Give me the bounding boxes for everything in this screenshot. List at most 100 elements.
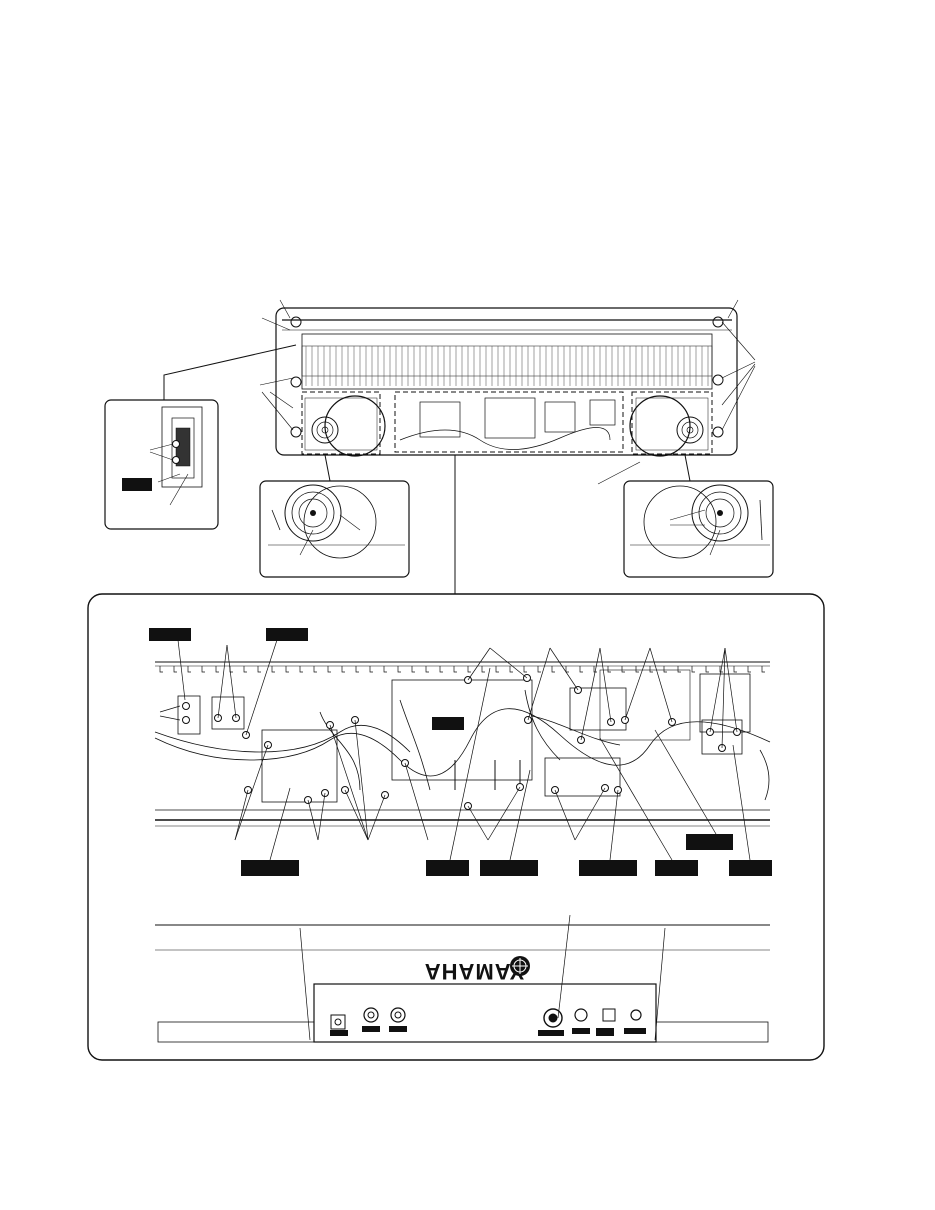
board-left-small: [177, 695, 201, 735]
callout-tag: [579, 860, 637, 876]
rail-hook: [187, 666, 191, 673]
board-right: [599, 669, 691, 741]
rail-hook: [299, 666, 303, 673]
detail-right-speaker: [623, 480, 774, 578]
board-jack: [544, 757, 621, 797]
rail-hook: [243, 666, 247, 673]
rail-hook: [537, 666, 541, 673]
rail-hook: [747, 666, 751, 673]
callout-tag: [241, 860, 299, 876]
speaker-icon: [311, 416, 339, 444]
rail-hook: [579, 666, 583, 673]
rail-hook: [425, 666, 429, 673]
detail-left-speaker: [259, 480, 410, 578]
rail-hook: [173, 666, 177, 673]
speaker-icon: [691, 484, 749, 542]
screw-icon: [290, 376, 302, 388]
jack-icon: [543, 1008, 563, 1028]
screw-icon: [712, 426, 724, 438]
rail-hook: [719, 666, 723, 673]
rail-hook: [257, 666, 261, 673]
rail-hook: [453, 666, 457, 673]
jack-icon: [390, 1007, 406, 1023]
overview-speaker-right: [629, 395, 709, 457]
rail-hook: [481, 666, 485, 673]
rail-hook: [201, 666, 205, 673]
callout-tag: [480, 860, 538, 876]
rail-hook: [523, 666, 527, 673]
screw-icon: [182, 716, 190, 724]
rail-hook: [635, 666, 639, 673]
board-main: [391, 679, 533, 781]
jack-label-plates: [330, 1026, 646, 1036]
rail-hook: [271, 666, 275, 673]
jack-icon: [602, 1008, 616, 1022]
board-connector: [569, 687, 627, 731]
callout-tag: [122, 478, 152, 491]
rear-panel: [313, 983, 657, 1043]
rail-hook: [705, 666, 709, 673]
rail-hook: [215, 666, 219, 673]
rail-hook: [285, 666, 289, 673]
rail-hook: [691, 666, 695, 673]
tuning-fork-emblem-icon: [510, 956, 530, 976]
overview-corner-screws: [290, 316, 724, 438]
callout-tag: [655, 860, 698, 876]
rail-hook: [313, 666, 317, 673]
rail-hook: [509, 666, 513, 673]
screw-icon: [290, 426, 302, 438]
callout-tag: [686, 834, 733, 850]
rail-hook: [159, 666, 163, 673]
rail-hook: [761, 666, 765, 673]
board-power: [261, 729, 338, 803]
overview-speaker-left: [304, 395, 386, 457]
speaker-icon: [284, 484, 342, 542]
rail-hook: [355, 666, 359, 673]
screw-icon: [712, 316, 724, 328]
screw-icon: [182, 702, 190, 710]
screw-icon: [172, 440, 180, 448]
jack-icon: [630, 1009, 642, 1021]
rail-hook: [607, 666, 611, 673]
overview-key-ribs: [305, 346, 709, 386]
jack-icon: [574, 1008, 588, 1022]
leaders-bottom: [234, 667, 751, 1041]
overview-center-board: [394, 391, 624, 453]
board-far-right-lower: [701, 719, 743, 755]
rail-hook: [439, 666, 443, 673]
jack-icon: [363, 1007, 379, 1023]
rail-hook: [551, 666, 555, 673]
callout-tag: [266, 628, 308, 641]
callout-tag: [432, 717, 464, 730]
screw-icon: [172, 456, 180, 464]
screw-icon: [712, 374, 724, 386]
rail-hook: [369, 666, 373, 673]
board-left-square: [211, 696, 245, 730]
rail-hook: [733, 666, 737, 673]
callout-tag: [729, 860, 772, 876]
screw-icon: [290, 316, 302, 328]
inset-side-bracket: [104, 399, 219, 530]
rear-jacks: [330, 1007, 642, 1030]
rail-hook: [663, 666, 667, 673]
cables: [154, 689, 771, 801]
rail-hook: [467, 666, 471, 673]
brand-logo: YAMAHA: [424, 956, 530, 984]
jack-icon: [330, 1014, 346, 1030]
rail-hook: [327, 666, 331, 673]
rail-hook: [621, 666, 625, 673]
callout-tag: [149, 628, 191, 641]
rail-hook: [649, 666, 653, 673]
rail-hook: [677, 666, 681, 673]
rail-hook: [411, 666, 415, 673]
rail-hook: [341, 666, 345, 673]
rail-hook: [593, 666, 597, 673]
callout-tag: [426, 860, 469, 876]
rail-hook: [495, 666, 499, 673]
brand-logo-text: YAMAHA: [424, 959, 525, 984]
rail-hook: [383, 666, 387, 673]
rail-hooks: [159, 666, 765, 673]
rail-hook: [397, 666, 401, 673]
speaker-icon: [676, 416, 704, 444]
